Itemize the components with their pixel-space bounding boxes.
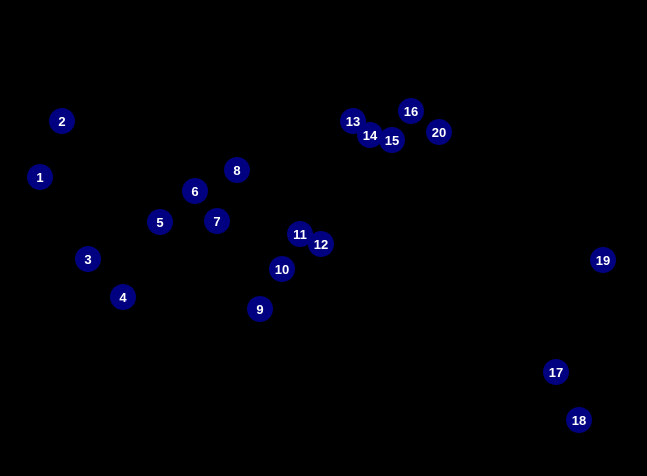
marker-number-label: 16 bbox=[403, 103, 419, 119]
marker-number-label: 12 bbox=[313, 236, 329, 252]
numbered-marker-8[interactable]: 8 bbox=[224, 157, 250, 183]
marker-number-label: 2 bbox=[58, 113, 66, 129]
numbered-marker-4[interactable]: 4 bbox=[110, 284, 136, 310]
numbered-marker-20[interactable]: 20 bbox=[426, 119, 452, 145]
numbered-marker-6[interactable]: 6 bbox=[182, 178, 208, 204]
marker-number-label: 13 bbox=[345, 113, 361, 129]
numbered-marker-16[interactable]: 16 bbox=[398, 98, 424, 124]
marker-number-label: 9 bbox=[256, 301, 264, 317]
marker-number-label: 18 bbox=[571, 412, 587, 428]
numbered-marker-9[interactable]: 9 bbox=[247, 296, 273, 322]
numbered-marker-12[interactable]: 12 bbox=[308, 231, 334, 257]
marker-number-label: 19 bbox=[595, 252, 611, 268]
numbered-marker-18[interactable]: 18 bbox=[566, 407, 592, 433]
marker-number-label: 15 bbox=[384, 132, 400, 148]
numbered-marker-1[interactable]: 1 bbox=[27, 164, 53, 190]
numbered-marker-5[interactable]: 5 bbox=[147, 209, 173, 235]
marker-number-label: 17 bbox=[548, 364, 564, 380]
numbered-marker-15[interactable]: 15 bbox=[379, 127, 405, 153]
marker-number-label: 10 bbox=[274, 261, 290, 277]
marker-number-label: 14 bbox=[362, 127, 378, 143]
marker-number-label: 11 bbox=[293, 226, 307, 242]
marker-number-label: 4 bbox=[119, 289, 127, 305]
marker-number-label: 1 bbox=[36, 169, 44, 185]
numbered-marker-17[interactable]: 17 bbox=[543, 359, 569, 385]
marker-number-label: 20 bbox=[431, 124, 447, 140]
marker-number-label: 7 bbox=[213, 213, 221, 229]
marker-number-label: 8 bbox=[233, 162, 241, 178]
numbered-marker-3[interactable]: 3 bbox=[75, 246, 101, 272]
numbered-marker-2[interactable]: 2 bbox=[49, 108, 75, 134]
numbered-marker-10[interactable]: 10 bbox=[269, 256, 295, 282]
marker-number-label: 6 bbox=[191, 183, 199, 199]
numbered-marker-11[interactable]: 11 bbox=[287, 221, 313, 247]
numbered-marker-14[interactable]: 14 bbox=[357, 122, 383, 148]
numbered-marker-7[interactable]: 7 bbox=[204, 208, 230, 234]
numbered-marker-13[interactable]: 13 bbox=[340, 108, 366, 134]
numbered-marker-19[interactable]: 19 bbox=[590, 247, 616, 273]
marker-number-label: 3 bbox=[84, 251, 92, 267]
marker-number-label: 5 bbox=[156, 214, 164, 230]
